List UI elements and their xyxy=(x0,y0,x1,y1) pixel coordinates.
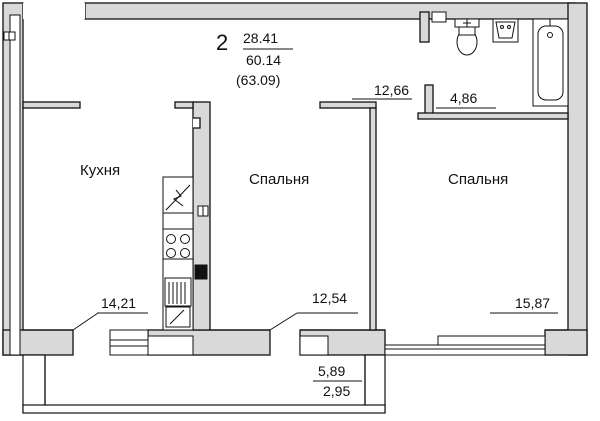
partition-bed1-top xyxy=(319,101,377,109)
corridor-area: 12,66 xyxy=(374,82,409,98)
balcony-area: 5,89 xyxy=(318,363,345,379)
balcony-reduced-area: 2,95 xyxy=(323,383,350,399)
partition-kitchen-top xyxy=(22,101,81,109)
window-kitchen xyxy=(109,329,149,356)
wall-top xyxy=(84,2,576,20)
interior-lines xyxy=(22,101,569,331)
room-name-kitchen: Кухня xyxy=(80,162,120,179)
summary-block: 2 28.41 60.14 (63.09) xyxy=(216,30,293,88)
window-bedroom-1 xyxy=(299,335,329,356)
wall-bath-lower xyxy=(424,84,434,116)
door-leaders xyxy=(72,312,298,331)
kitchen-hood xyxy=(162,176,194,214)
door-kitchen-balcony xyxy=(147,335,194,356)
partition-mid-top xyxy=(174,101,194,109)
bedroom-1-area: 12,54 xyxy=(312,290,347,306)
balcony xyxy=(22,354,386,414)
kitchen-outlet xyxy=(194,264,208,280)
bathroom-fixtures xyxy=(431,11,569,107)
total-area: 60.14 xyxy=(246,52,281,68)
living-area: 28.41 xyxy=(243,30,278,46)
total-area-with-balcony: (63.09) xyxy=(236,72,280,88)
wall-bath-left xyxy=(419,11,430,43)
pipe-box xyxy=(431,11,447,23)
sink-bowl xyxy=(165,306,191,328)
kitchen-area: 14,21 xyxy=(101,295,136,311)
window-bedroom-2 xyxy=(384,344,546,356)
wall-left-inset xyxy=(9,14,21,356)
room-name-bedroom-2: Спальня xyxy=(448,171,508,188)
toilet-base xyxy=(458,26,476,36)
window-bedroom-2-frame xyxy=(437,335,546,346)
kitchen-unit xyxy=(162,176,209,331)
bottom-openings xyxy=(109,329,546,356)
wall-between-bedrooms xyxy=(369,107,377,331)
balcony-wall-right xyxy=(364,354,386,413)
room-name-bedroom-1: Спальня xyxy=(249,171,309,188)
rooms-count: 2 xyxy=(216,30,228,55)
top-left-corner xyxy=(23,3,85,19)
bathroom-area: 4,86 xyxy=(450,90,477,106)
bedroom-2-area: 15,87 xyxy=(515,295,550,311)
balcony-wall-left xyxy=(22,354,46,413)
balcony-rail xyxy=(22,404,386,414)
wall-right xyxy=(567,2,588,356)
wall-bottom-far xyxy=(544,329,588,356)
partition-bath-bottom xyxy=(417,112,569,120)
